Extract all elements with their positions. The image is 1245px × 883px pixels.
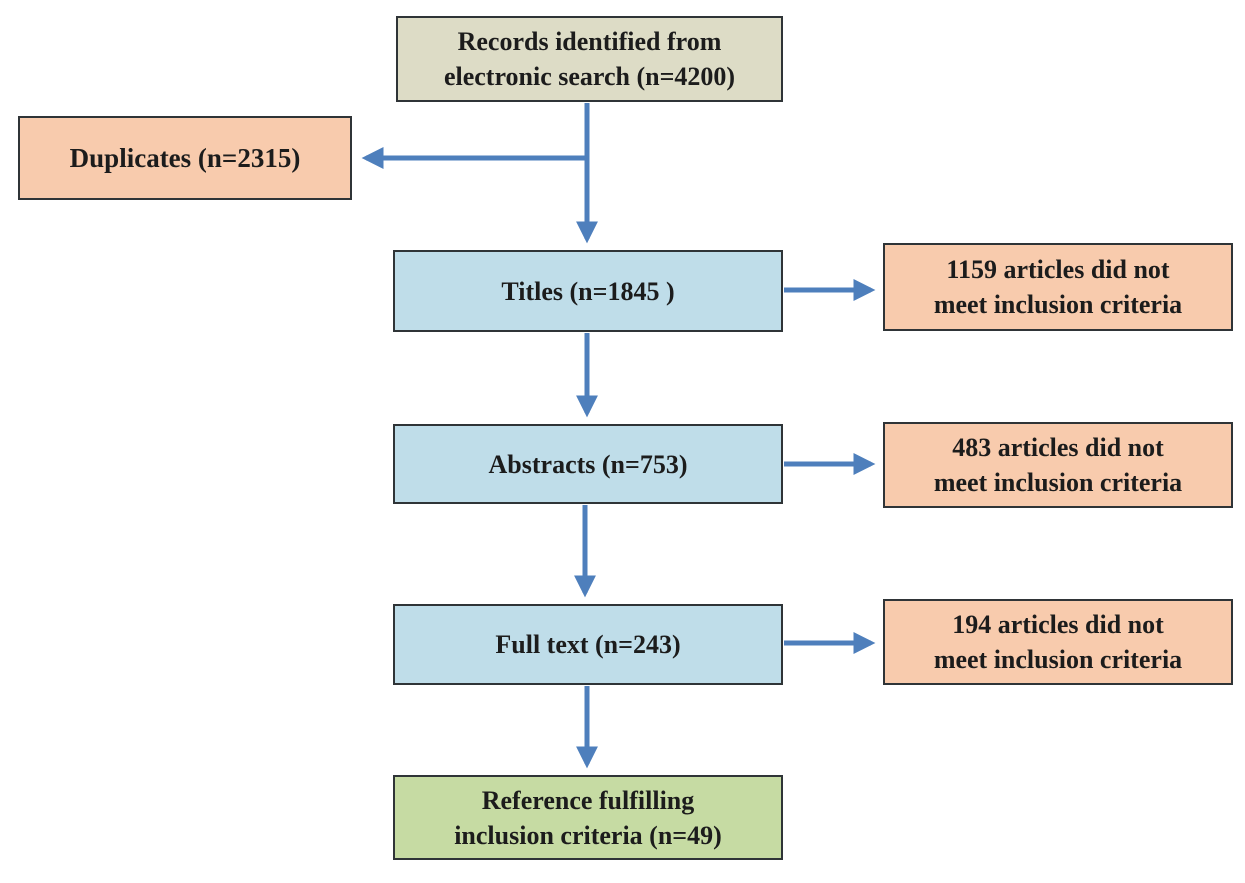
node-titles-line1: Titles (n=1845 ) xyxy=(501,276,675,306)
node-abstracts-excluded-line1: 483 articles did not xyxy=(952,433,1164,462)
node-fulltext-line1: Full text (n=243) xyxy=(495,630,681,659)
node-records-identified: Records identified from electronic searc… xyxy=(396,16,783,102)
node-fulltext-excluded-line2: meet inclusion criteria xyxy=(933,645,1183,674)
node-titles-screened: Titles (n=1845 ) xyxy=(393,250,783,332)
node-records-line1: Records identified from xyxy=(457,27,722,56)
node-duplicates: Duplicates (n=2315) xyxy=(18,116,352,200)
node-fulltext-screened: Full text (n=243) xyxy=(393,604,783,685)
node-included-line2: inclusion criteria (n=49) xyxy=(454,820,722,850)
node-references-included: Reference fulfilling inclusion criteria … xyxy=(393,775,783,860)
node-duplicates-line1: Duplicates (n=2315) xyxy=(69,142,301,173)
node-abstracts-excluded: 483 articles did not meet inclusion crit… xyxy=(883,422,1233,508)
node-abstracts-excluded-line2: meet inclusion criteria xyxy=(933,468,1183,497)
node-fulltext-excluded: 194 articles did not meet inclusion crit… xyxy=(883,599,1233,685)
node-abstracts-screened: Abstracts (n=753) xyxy=(393,424,783,504)
node-titles-excluded: 1159 articles did not meet inclusion cri… xyxy=(883,243,1233,331)
node-abstracts-line1: Abstracts (n=753) xyxy=(488,449,688,479)
node-included-line1: Reference fulfilling xyxy=(481,785,695,815)
node-titles-excluded-line1: 1159 articles did not xyxy=(946,255,1170,284)
node-records-line2: electronic search (n=4200) xyxy=(443,62,736,91)
node-titles-excluded-line2: meet inclusion criteria xyxy=(933,290,1183,319)
node-fulltext-excluded-line1: 194 articles did not xyxy=(952,610,1164,639)
